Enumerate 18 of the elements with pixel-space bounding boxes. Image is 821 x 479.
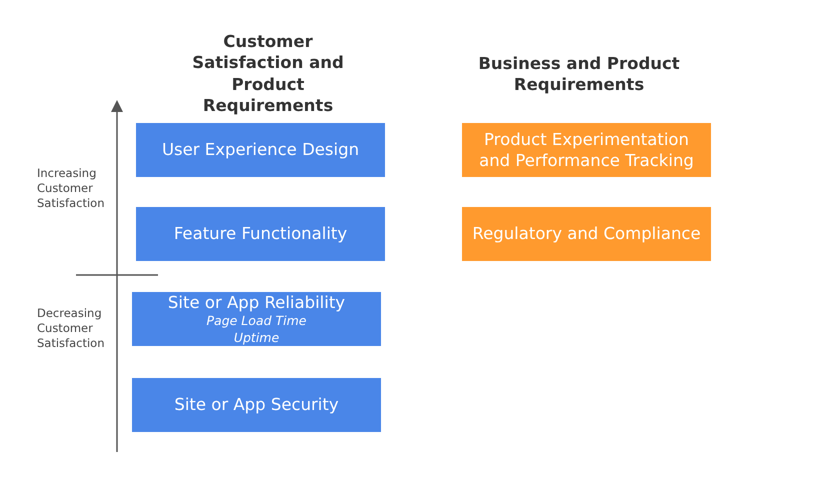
column-heading: Business and Product Requirements (477, 53, 681, 96)
box-title: Site or App Reliability (168, 292, 346, 314)
process-box (132, 292, 381, 346)
box-detail: Uptime (234, 330, 280, 346)
process-box (136, 207, 385, 261)
process-box (462, 123, 711, 177)
box-title: User Experience Design (162, 139, 360, 161)
box-title: Regulatory and Compliance (472, 223, 701, 245)
column-heading: Customer Satisfaction and Product Requirements (191, 31, 345, 117)
process-box (132, 378, 381, 432)
box-title: Site or App Security (174, 394, 339, 416)
box-title: Feature Functionality (174, 223, 348, 245)
box-detail: Page Load Time (206, 313, 306, 330)
axis-label: Increasing Customer Satisfaction (37, 166, 106, 211)
process-box (462, 207, 711, 261)
box-title: Product Experimentation and Performance Tracking (478, 128, 695, 172)
process-box (136, 123, 385, 177)
axis-label: Decreasing Customer Satisfaction (37, 306, 106, 351)
